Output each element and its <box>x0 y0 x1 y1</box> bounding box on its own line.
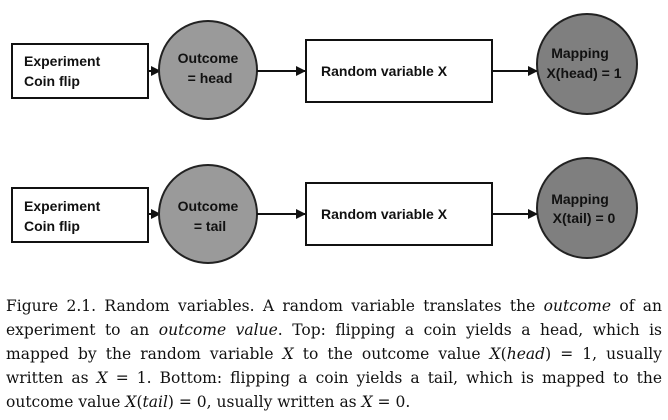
outcome-circle <box>158 164 258 264</box>
caption-text: ( <box>500 345 507 363</box>
caption-text: to the outcome value <box>293 345 490 363</box>
caption-text: Random variables. A random variable tran… <box>96 297 544 315</box>
experiment-label: Experiment <box>24 53 101 69</box>
caption-text: of an experiment to an <box>6 297 662 339</box>
caption-text: . Top: flipping a coin yields a head, wh… <box>6 321 663 363</box>
outcome-value: = tail <box>194 218 226 234</box>
experiment-label: Experiment <box>24 198 101 214</box>
random-variable-label: Random variable X <box>321 206 448 222</box>
experiment-box <box>11 43 149 99</box>
caption-emphasis: outcome value <box>158 321 278 339</box>
experiment-sublabel: Coin flip <box>24 218 80 234</box>
caption-text: ) = 1, usually written as <box>6 345 662 387</box>
random-variable-label: Random variable X <box>321 63 448 79</box>
caption-math: X <box>282 345 294 363</box>
figure-label: Figure 2.1. <box>6 297 97 315</box>
outcome-label: Outcome <box>178 50 239 66</box>
diagram-row-head: Experiment Coin flip Outcome = head Rand… <box>11 13 638 120</box>
caption-text: = 0. <box>372 393 411 411</box>
caption-math: X <box>489 345 501 363</box>
random-variable-box <box>305 39 493 103</box>
mapping-value: X(head) = 1 <box>546 65 621 81</box>
experiment-sublabel: Coin flip <box>24 73 80 89</box>
caption-math: X <box>361 393 373 411</box>
caption-text: = 1. Bottom: flipping a coin yields a ta… <box>6 369 663 411</box>
caption-emphasis: outcome <box>543 297 612 315</box>
random-variable-diagram: Experiment Coin flip Outcome = head Rand… <box>11 13 638 264</box>
caption-math: head <box>506 345 546 363</box>
diagram-row-tail: Experiment Coin flip Outcome = tail Rand… <box>11 157 638 264</box>
mapping-label: Mapping <box>551 191 609 207</box>
caption-text: ) = 0, usually written as <box>167 393 362 411</box>
mapping-circle <box>536 157 638 259</box>
caption-math: X <box>96 369 108 387</box>
outcome-value: = head <box>188 70 233 86</box>
caption-math: X <box>125 393 137 411</box>
caption-math: tail <box>142 393 168 411</box>
mapping-circle <box>536 13 638 115</box>
figure-caption: Figure 2.1. Random variables. A random v… <box>6 294 662 414</box>
mapping-label: Mapping <box>551 45 609 61</box>
mapping-value: X(tail) = 0 <box>553 210 616 226</box>
caption-text: ( <box>136 393 143 411</box>
outcome-label: Outcome <box>178 198 239 214</box>
